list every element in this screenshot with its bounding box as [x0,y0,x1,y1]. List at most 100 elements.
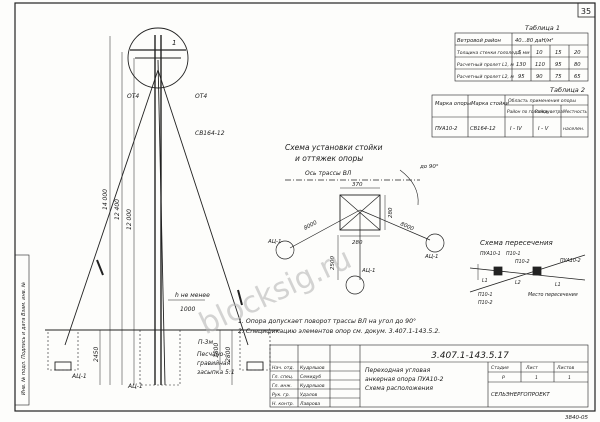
description-line-2: анкерная опора ПУА10-2 [365,376,444,383]
axis-label: Ось трассы ВЛ [305,170,352,177]
table-2-cell-brand: ПУА10-2 [435,126,457,132]
span-l1b: L1 [555,282,561,288]
cross-label-2: П10-1 [506,251,521,257]
cross-label-5: П10-1 [478,292,493,298]
note-2: 2. Спецификацию элементов опор см. докум… [238,328,440,335]
cross-label-6: П10-2 [478,300,493,306]
table-2-header-area: Область применения опоры [508,98,576,104]
cross-label-3: П10-2 [515,259,530,265]
ac-label-left: АЦ-1 [267,239,282,245]
sand-line-3: засыпка 5:1 [197,369,235,376]
stage-header: Стадия [491,365,509,371]
anchor-pit-left [47,329,79,371]
table-2-header-wind: Район ветра [535,109,563,115]
description-line-1: Переходная угловая [365,367,431,374]
sand-line-2: гравийная [197,360,231,367]
signer-name: Лаврова [299,401,320,407]
pole-drawing [45,27,280,386]
side-stamp: Инв. № подл. Подпись и дата Взам. инв. № [14,254,30,406]
dim-8000-left: 8000 [303,220,319,232]
footer-code: 3840-05 [565,415,588,421]
guy-wire-left [64,69,159,346]
signer-role: Гл. спец. [272,374,293,380]
stage-value: Р [502,375,505,381]
signer-name: Семидуб [300,374,321,380]
sheet-header: Лист [525,365,538,371]
depth-1800: 1800 [213,343,220,358]
min-note: h не менее [175,292,210,299]
note-1: 1. Опора допускает поворот трассы ВЛ на … [238,317,416,325]
ac-label-bottom: АЦ-1 [361,268,376,274]
pole-head-detail [127,27,189,89]
dim-280-h: 280 [352,240,363,246]
min-value: 1000 [180,306,195,313]
organization: СЕЛЬЭНЕРГОПРОЕКТ [491,392,550,398]
sheet-frame [14,2,596,412]
table-2-header-stand: Марка стойки [471,101,509,107]
sheets-header: Листов [556,365,574,371]
table-1-caption: Таблица 1 [525,24,560,32]
depth-2450: 2450 [93,347,100,362]
table-1-cell: 5 [518,50,522,56]
anchor-circle-left [275,240,295,260]
table-1-cell: 80 [574,62,581,68]
table-1-cell: 95 [555,62,562,68]
watermark: blocksig.ru [194,241,357,342]
scheme-cross: Схема пересечения ПУА10-1 П10-1 П10-2 ПУ… [469,239,586,306]
table-1-header-title: Ветровой район [457,38,502,44]
depth-2800: 2800 [225,347,232,362]
table-2-cell-ice: I - IV [510,126,522,132]
layer-label: П-3м [198,339,213,346]
anchor-pit-right [239,329,271,371]
span-l2: L2 [515,280,521,286]
span-l1: L1 [482,278,488,284]
document-code: 3.407.1-143.5.17 [431,351,509,361]
cross-place: Место пересечения [528,292,578,298]
table-1-cell: 90 [536,74,543,80]
table-2-cell-stand: СВ164-12 [470,126,496,132]
sand-line-1: Песчано- [197,351,225,358]
table-2-cell-locality: населен. [563,127,584,132]
title-block: 3.407.1-143.5.17 Переходная угловая анке… [269,344,589,408]
description-line-3: Схема расположения [365,385,433,392]
table-1-cell: 130 [516,62,527,68]
scheme-install-title-1: Схема установки стойки [285,143,383,152]
dim-12000: 12 000 [126,209,133,230]
sheet-number: 35 [581,7,591,16]
notes: 1. Опора допускает поворот трассы ВЛ на … [238,317,440,335]
dim-2500: 2500 [330,256,336,270]
pole-strut [157,59,166,386]
dim-12400: 12 400 [114,199,121,220]
pole-label: 1 [172,39,176,47]
signer-role: Рук. гр. [272,392,290,398]
table-1-cell: 20 [574,50,581,56]
dim-14000: 14 000 [102,189,109,210]
ac-label-right: АЦ-1 [424,254,439,260]
table-2-cell-wind: I - V [538,126,549,132]
od4-right: ОТ4 [195,93,207,100]
table-1-cell: 10 [536,50,543,56]
table-1-units: 40...80 даН/м² [515,38,553,44]
cross-label-1: ПУА10-1 [480,251,501,257]
table-2-header-ice: Район по гололеду [507,109,550,115]
ac-bottom: АЦ-1 [127,383,143,390]
anchor-circle-right [425,233,445,253]
scheme-cross-title: Схема пересечения [480,239,553,247]
signer-role: Гл. инж. [272,383,292,389]
table-1-row-1-label: Толщина стенки гололеда, мм [457,50,530,56]
ac-left: АЦ-1 [71,373,87,380]
strut-label: СВ164-12 [195,130,225,137]
sheets-value: 1 [568,375,571,381]
table-1-cell: 110 [535,62,546,68]
cross-label-4: ПУА10-2 [560,258,581,264]
pole-pit [139,329,181,386]
table-1: Таблица 1 Ветровой район 40...80 даН/м² … [454,24,589,82]
sheet-number-box [577,2,596,18]
table-1-row-3-label: Расчетный пролет L2, м [457,74,514,80]
dim-280-v: 280 [388,207,394,218]
signer-role: Нач. отд. [272,365,294,371]
table-1-cell: 95 [518,74,525,80]
od4-left: ОТ4 [127,93,139,100]
